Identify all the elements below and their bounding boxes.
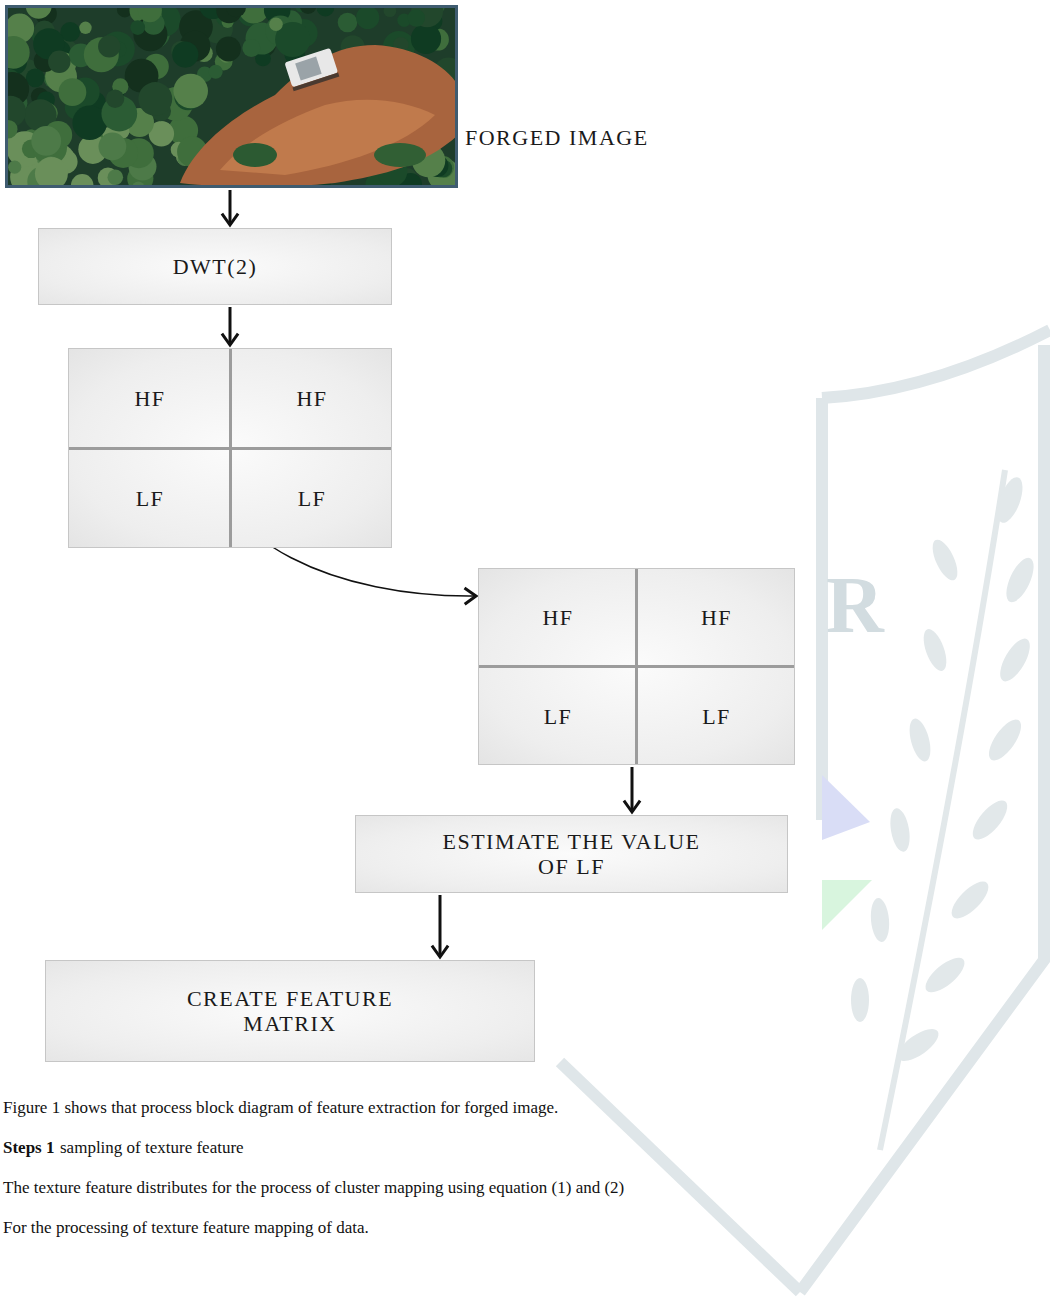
flow-arrow — [222, 190, 238, 225]
tree-crown — [99, 133, 127, 161]
tree-crown — [5, 36, 30, 69]
shield-outline — [560, 1062, 800, 1292]
band-label: LF — [298, 486, 327, 511]
subband-cell: LF — [637, 667, 796, 766]
car-shadow — [292, 73, 339, 92]
tree-crown — [173, 74, 208, 109]
subband-cell: HF — [479, 569, 637, 667]
photo-clearing — [180, 45, 458, 187]
watermark-blue-shape — [822, 775, 870, 840]
photo-car — [284, 48, 339, 91]
tree-crown — [269, 18, 283, 32]
band-label: LF — [702, 704, 731, 729]
image-node: FORGED IMAGE — [5, 5, 458, 188]
tree-crown — [79, 22, 91, 34]
box-label: CREATE FEATURE MATRIX — [140, 986, 440, 1037]
step-heading: Steps 1 — [3, 1138, 54, 1158]
flow-arrow — [222, 307, 238, 345]
process-box: ESTIMATE THE VALUE OF LF — [355, 815, 788, 893]
subband-cell: HF — [637, 569, 796, 667]
step-text: sampling of texture feature — [60, 1138, 244, 1158]
subband-cell: HF — [69, 349, 231, 449]
tree-crown — [356, 6, 379, 29]
shield-outline — [800, 345, 1044, 1292]
body-text: The texture feature distributes for the … — [3, 1178, 624, 1198]
forged-photo — [5, 5, 458, 188]
band-label: HF — [542, 605, 573, 630]
tree-crown — [242, 39, 260, 57]
tree-crown — [26, 68, 45, 87]
arrow-head — [222, 214, 238, 225]
tree-crown — [8, 161, 21, 174]
flow-arrow — [432, 895, 448, 957]
process-box: DWT(2) — [38, 228, 392, 305]
arrow-line — [439, 895, 442, 957]
arrow-head — [432, 946, 448, 957]
image-title: FORGED IMAGE — [465, 125, 649, 150]
band-label: LF — [136, 486, 165, 511]
tree-crown — [35, 157, 68, 188]
tree-crown — [130, 20, 145, 35]
subband-cell: HF — [231, 349, 393, 449]
photo-bush — [233, 143, 277, 167]
arrow-line — [229, 190, 232, 225]
tree-crown — [216, 37, 241, 62]
subband-grid: HF HF LF LF — [478, 568, 795, 765]
tree-crown — [338, 13, 358, 33]
subband-cell: LF — [479, 667, 637, 766]
band-label: HF — [701, 605, 732, 630]
tree-crown — [48, 51, 70, 73]
arrow-line — [631, 767, 634, 812]
grid-divider — [69, 447, 391, 450]
subband-cell: LF — [69, 449, 231, 549]
band-label: HF — [296, 386, 327, 411]
tree-crown — [59, 78, 87, 106]
arrow-head — [624, 801, 640, 812]
tree-crown — [106, 90, 124, 108]
tree-crown — [31, 126, 61, 156]
arrow-head — [465, 588, 477, 604]
process-box: CREATE FEATURE MATRIX — [45, 960, 535, 1062]
photo-ground — [5, 5, 458, 188]
arrow-line — [229, 307, 232, 345]
photo-trees — [5, 5, 458, 188]
body-text: For the processing of texture feature ma… — [3, 1218, 369, 1238]
tree-crown — [108, 169, 124, 185]
grid-divider — [479, 665, 794, 668]
photo-bush — [374, 143, 426, 167]
tree-crown — [411, 24, 441, 54]
arrow-head — [222, 334, 238, 345]
watermark-letter: R — [826, 560, 884, 651]
figure-caption: Figure 1 shows that process block diagra… — [3, 1098, 558, 1118]
subband-cell: LF — [231, 449, 393, 549]
tree-crown — [209, 65, 223, 79]
subband-grid: HF HF LF LF — [68, 348, 392, 548]
photo-clearing-light — [220, 100, 435, 175]
tree-crown — [98, 35, 120, 57]
flow-arrow — [624, 767, 640, 812]
box-label: DWT(2) — [173, 254, 258, 279]
band-label: LF — [544, 704, 573, 729]
car-window — [295, 57, 321, 81]
photo-border — [7, 7, 457, 187]
band-label: HF — [134, 386, 165, 411]
tree-crown — [408, 9, 425, 26]
tree-crown — [138, 82, 172, 116]
watermark-green-shape — [822, 880, 872, 930]
tree-crown — [172, 42, 198, 68]
shield-outline — [822, 330, 1050, 398]
box-label: ESTIMATE THE VALUE OF LF — [432, 829, 712, 880]
